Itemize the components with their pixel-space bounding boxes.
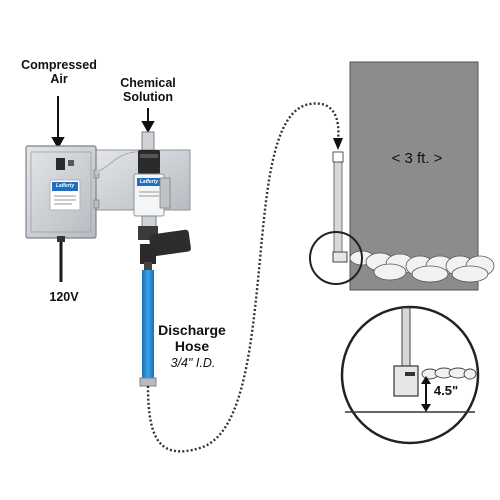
injector-logo-text: Lafferty — [139, 179, 159, 185]
wall-surface — [349, 61, 479, 291]
detail-inset — [340, 305, 480, 445]
discharge-hose — [142, 270, 154, 380]
compressed-air-label: Compressed Air — [21, 58, 97, 86]
chemical-solution-arrow — [141, 108, 155, 134]
injector-logo — [137, 178, 161, 186]
wall-nozzle — [332, 151, 348, 263]
compressed-air-arrow — [51, 96, 65, 150]
discharge-nozzle — [138, 226, 191, 272]
chemical-solution-label: Chemical Solution — [120, 76, 176, 104]
detail-marker — [309, 231, 363, 285]
cabinet-logo-text: Lafferty — [55, 183, 75, 189]
distance-label: < 3 ft. > — [391, 150, 443, 167]
hose-route — [146, 102, 340, 453]
chemical-injector — [133, 131, 171, 235]
foam-spray — [349, 250, 495, 283]
cabinet-logo — [52, 182, 78, 191]
height-label: 4.5" — [433, 383, 459, 398]
discharge-hose-label: Discharge Hose — [158, 322, 226, 354]
hose-size-label: 3/4" I.D. — [170, 356, 216, 370]
control-cabinet — [25, 145, 100, 239]
power-cord — [57, 236, 65, 282]
voltage-label: 120V — [49, 290, 79, 304]
hose-route-arrow — [333, 138, 343, 150]
